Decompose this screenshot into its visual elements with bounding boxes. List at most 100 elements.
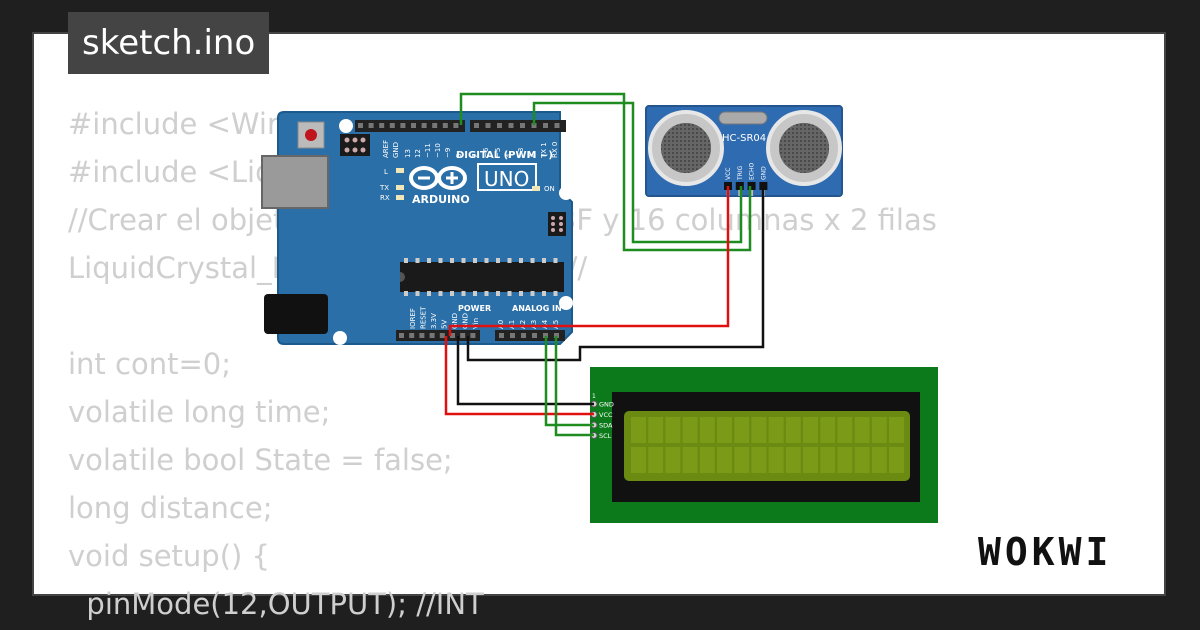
led-on	[532, 186, 540, 191]
header-pin[interactable]	[499, 333, 504, 338]
lcd-char-cell	[854, 417, 870, 443]
arduino-logo-icon	[409, 166, 467, 190]
filename-tab[interactable]: sketch.ino	[68, 12, 270, 74]
header-pin[interactable]	[409, 333, 415, 338]
header-pin[interactable]	[531, 123, 537, 128]
power-pin-label: 5V	[441, 320, 449, 329]
atmega-chip	[400, 258, 564, 296]
brand-label: ARDUINO	[412, 193, 470, 206]
header-pin[interactable]	[432, 123, 438, 128]
led-on-label: ON	[544, 185, 555, 193]
wire-lcd-gnd	[456, 336, 594, 406]
analog-pin-label: A2	[519, 320, 527, 329]
wire-vcc	[448, 186, 730, 336]
code-line: int cont=0;	[68, 347, 231, 381]
header-pin[interactable]	[411, 123, 416, 128]
lcd-char-cell	[699, 447, 715, 473]
digital-pin-label: ~11	[424, 143, 432, 158]
power-header-label: POWER	[458, 304, 491, 313]
digital-pin-label: 4	[505, 153, 513, 158]
wokwi-logo[interactable]: WOKWI	[978, 530, 1113, 574]
lcd-pin-label: GND	[599, 401, 614, 409]
lcd-char-cell	[699, 417, 715, 443]
lcd-char-cell	[751, 447, 767, 473]
lcd-char-cell	[768, 447, 784, 473]
lcd-char-cell	[631, 447, 646, 473]
analog-pin-label: A3	[530, 320, 538, 329]
digital-pin-label: ~9	[444, 148, 452, 158]
header-pin[interactable]	[453, 123, 459, 128]
analog-pin-label: A0	[497, 320, 505, 329]
header-pin[interactable]	[389, 123, 395, 128]
lcd-char-cell	[820, 417, 836, 443]
code-line: void setup() {	[68, 539, 270, 573]
header-pin[interactable]	[554, 333, 559, 338]
header-pin[interactable]	[439, 333, 445, 338]
header-pin[interactable]	[520, 123, 525, 128]
lcd-char-cell	[734, 447, 750, 473]
code-line: volatile bool State = false;	[68, 443, 453, 477]
analog-header	[495, 330, 565, 341]
digital-pin-label: ~10	[434, 143, 442, 158]
mount-hole	[333, 331, 347, 345]
lcd-char-cell	[871, 417, 887, 443]
model-label: UNO	[484, 167, 529, 191]
header-pin[interactable]	[429, 333, 435, 338]
led-rx	[396, 195, 404, 200]
sensor-pin[interactable]	[747, 182, 756, 190]
header-pin[interactable]	[510, 333, 515, 338]
header-pin[interactable]	[485, 123, 491, 128]
digital-pin-label: ~5	[494, 148, 502, 158]
power-pin-label: 3.3V	[430, 313, 438, 329]
wire-gnd-sensor	[466, 186, 765, 362]
header-pin[interactable]	[442, 123, 448, 128]
power-pin-label: GND	[462, 313, 470, 329]
crystal-oscillator	[718, 111, 768, 125]
header-pin[interactable]	[368, 123, 374, 128]
header-pin[interactable]	[474, 123, 479, 128]
lcd-char-cell	[682, 417, 698, 443]
lcd-pin-label: SCL	[599, 432, 612, 440]
header-pin[interactable]	[450, 333, 455, 338]
header-pin[interactable]	[419, 333, 425, 338]
header-pin[interactable]	[497, 123, 502, 128]
wire-echo	[459, 92, 752, 252]
header-pin[interactable]	[399, 333, 404, 338]
power-pin-label: Vin	[472, 318, 480, 329]
power-header	[396, 330, 480, 341]
lcd-char-cell	[820, 447, 836, 473]
header-pin[interactable]	[508, 123, 514, 128]
digital-pin-label: 13	[404, 149, 412, 158]
header-pin[interactable]	[421, 123, 427, 128]
sensor-pin-label: ECHO	[749, 163, 756, 180]
header-pin[interactable]	[554, 123, 560, 128]
lcd-char-cell	[854, 447, 870, 473]
led-tx	[396, 185, 404, 190]
header-pin[interactable]	[379, 123, 385, 128]
wire-lcd-sda	[544, 336, 594, 427]
wire-trig	[532, 101, 743, 244]
header-pin[interactable]	[358, 123, 363, 128]
aref-label: AREF	[382, 140, 390, 158]
icsp-header	[340, 134, 370, 156]
sensor-name-label: HC-SR04	[722, 133, 766, 144]
power-pin-label: RESET	[420, 306, 428, 329]
header-pin[interactable]	[543, 333, 548, 338]
lcd-char-cell	[803, 447, 818, 473]
header-pin[interactable]	[532, 333, 537, 338]
lcd-char-cell	[648, 417, 664, 443]
header-pin[interactable]	[543, 123, 548, 128]
icsp-header-2	[548, 212, 566, 236]
header-pin[interactable]	[470, 333, 476, 338]
header-pin[interactable]	[460, 333, 466, 338]
lcd-pin-label: SDA	[599, 422, 613, 430]
analog-pin-label: A5	[552, 320, 560, 329]
header-pin[interactable]	[400, 123, 406, 128]
header-pin[interactable]	[521, 333, 526, 338]
analog-header-label: ANALOG IN	[512, 304, 562, 313]
reset-button-cap[interactable]	[305, 129, 317, 141]
